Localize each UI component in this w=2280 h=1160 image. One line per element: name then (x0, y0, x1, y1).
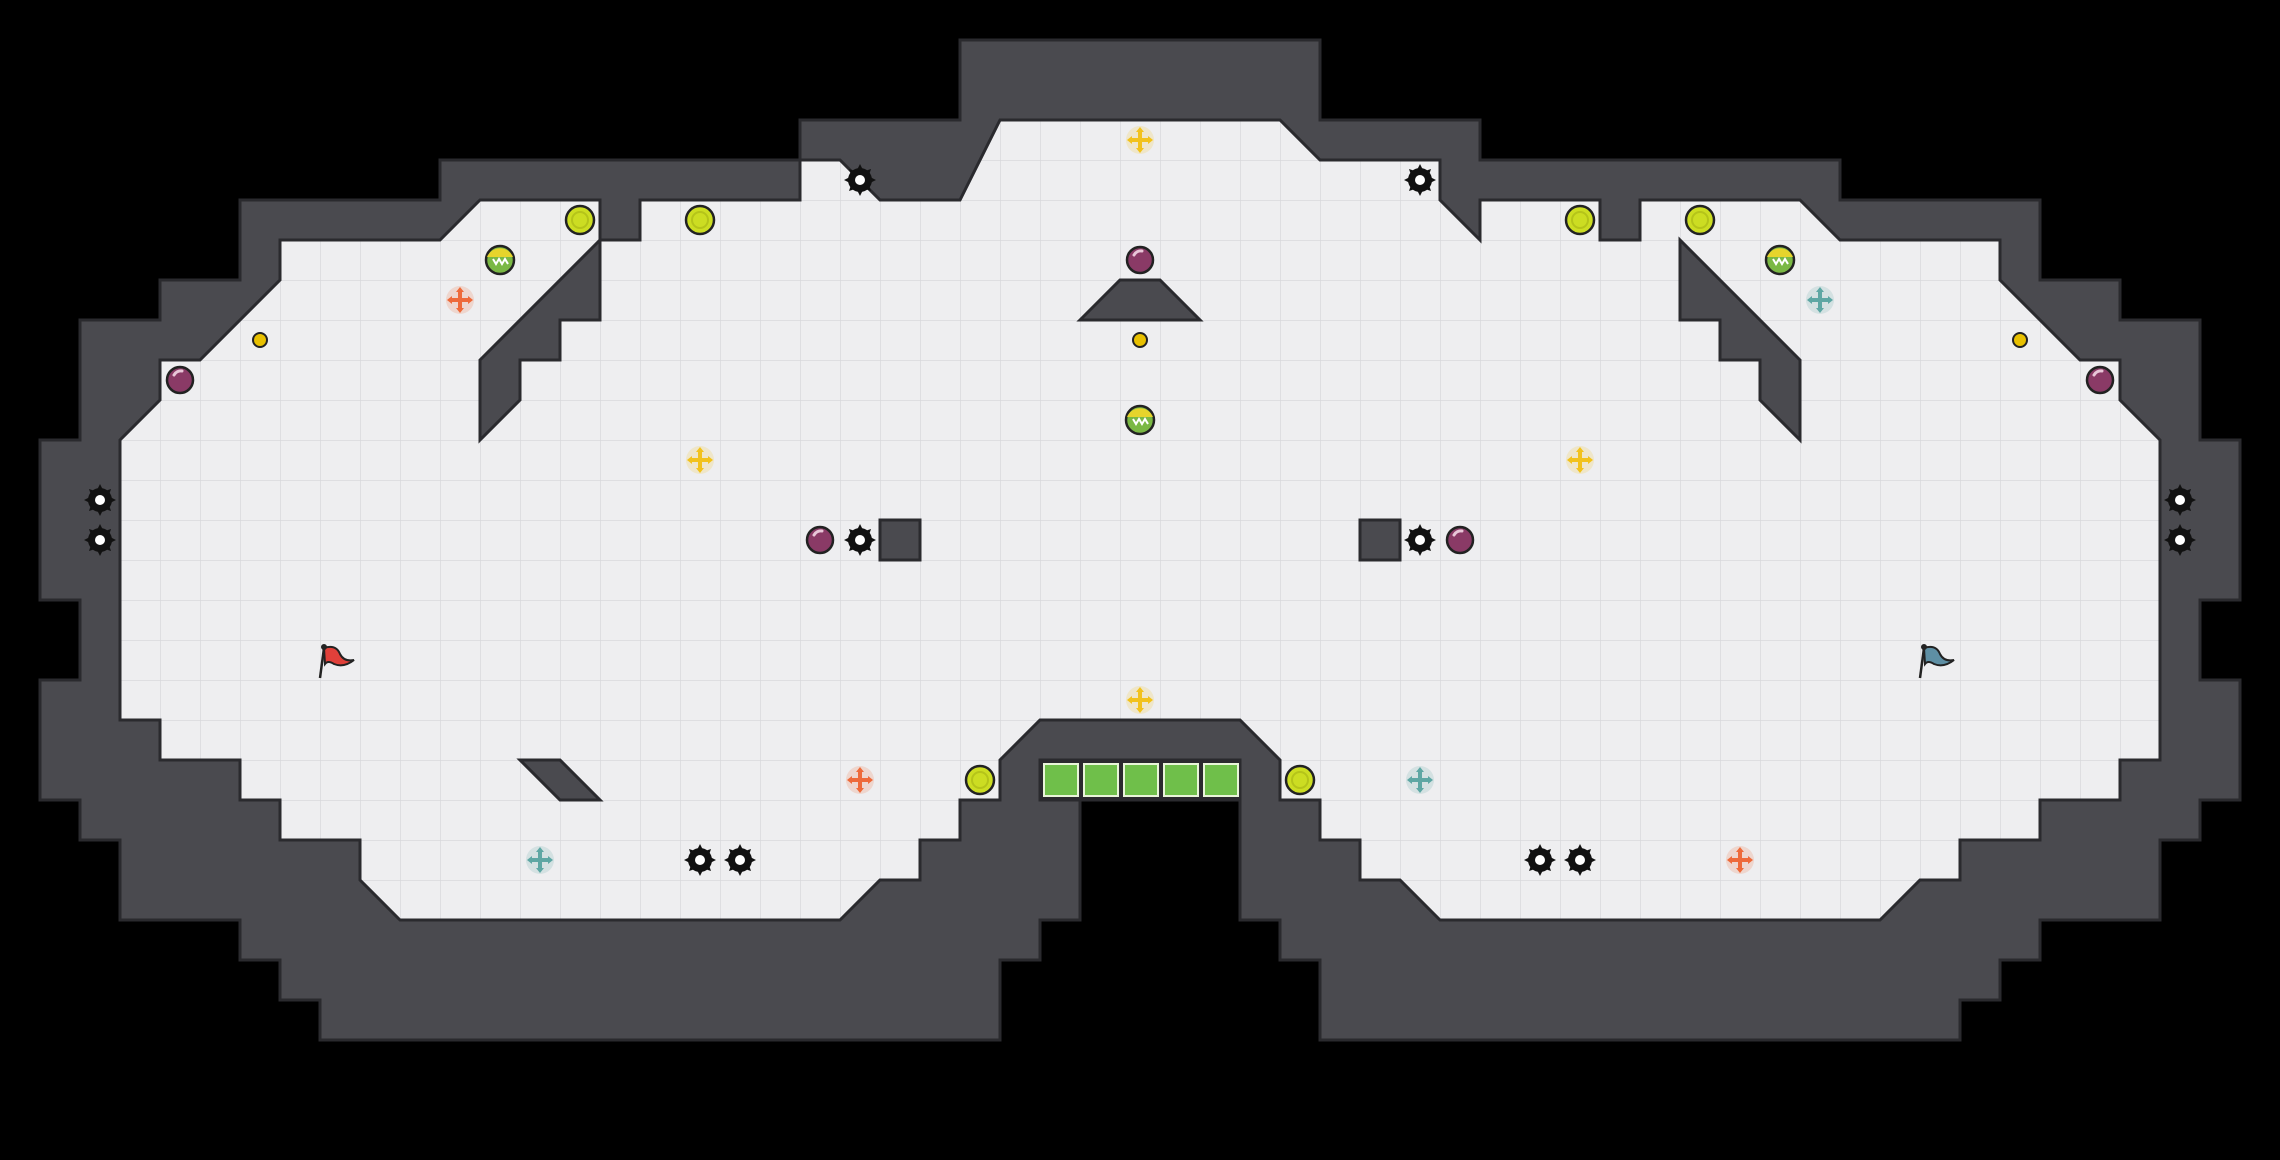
boost-icon (964, 764, 996, 796)
powerup-icon (484, 244, 516, 276)
blue-flag (1918, 644, 1955, 679)
flag-icon (318, 644, 355, 679)
portal-icon (1726, 846, 1754, 874)
gate-icon (1043, 763, 1239, 797)
gate (1043, 763, 1239, 797)
bomb-icon (165, 365, 195, 395)
boost-icon (684, 204, 716, 236)
boost-icon (564, 204, 596, 236)
floor (118, 118, 2162, 922)
bomb-icon (805, 525, 835, 555)
token-icon (1132, 332, 1148, 348)
portal-icon (846, 766, 874, 794)
portal-icon (446, 286, 474, 314)
bomb-icon (1445, 525, 1475, 555)
bomb-icon (1125, 245, 1155, 275)
portal-icon (1126, 686, 1154, 714)
portal-icon (526, 846, 554, 874)
powerup-icon (1764, 244, 1796, 276)
token-icon (2012, 332, 2028, 348)
boost-icon (1564, 204, 1596, 236)
flag-icon (1918, 644, 1955, 679)
boost-icon (1684, 204, 1716, 236)
red-flag (318, 644, 355, 679)
token-icon (252, 332, 268, 348)
portal-icon (1566, 446, 1594, 474)
portal-icon (1406, 766, 1434, 794)
powerup-icon (1124, 404, 1156, 436)
portal-icon (686, 446, 714, 474)
boost-icon (1284, 764, 1316, 796)
portal-icon (1806, 286, 1834, 314)
bomb-icon (2085, 365, 2115, 395)
portal-icon (1126, 126, 1154, 154)
